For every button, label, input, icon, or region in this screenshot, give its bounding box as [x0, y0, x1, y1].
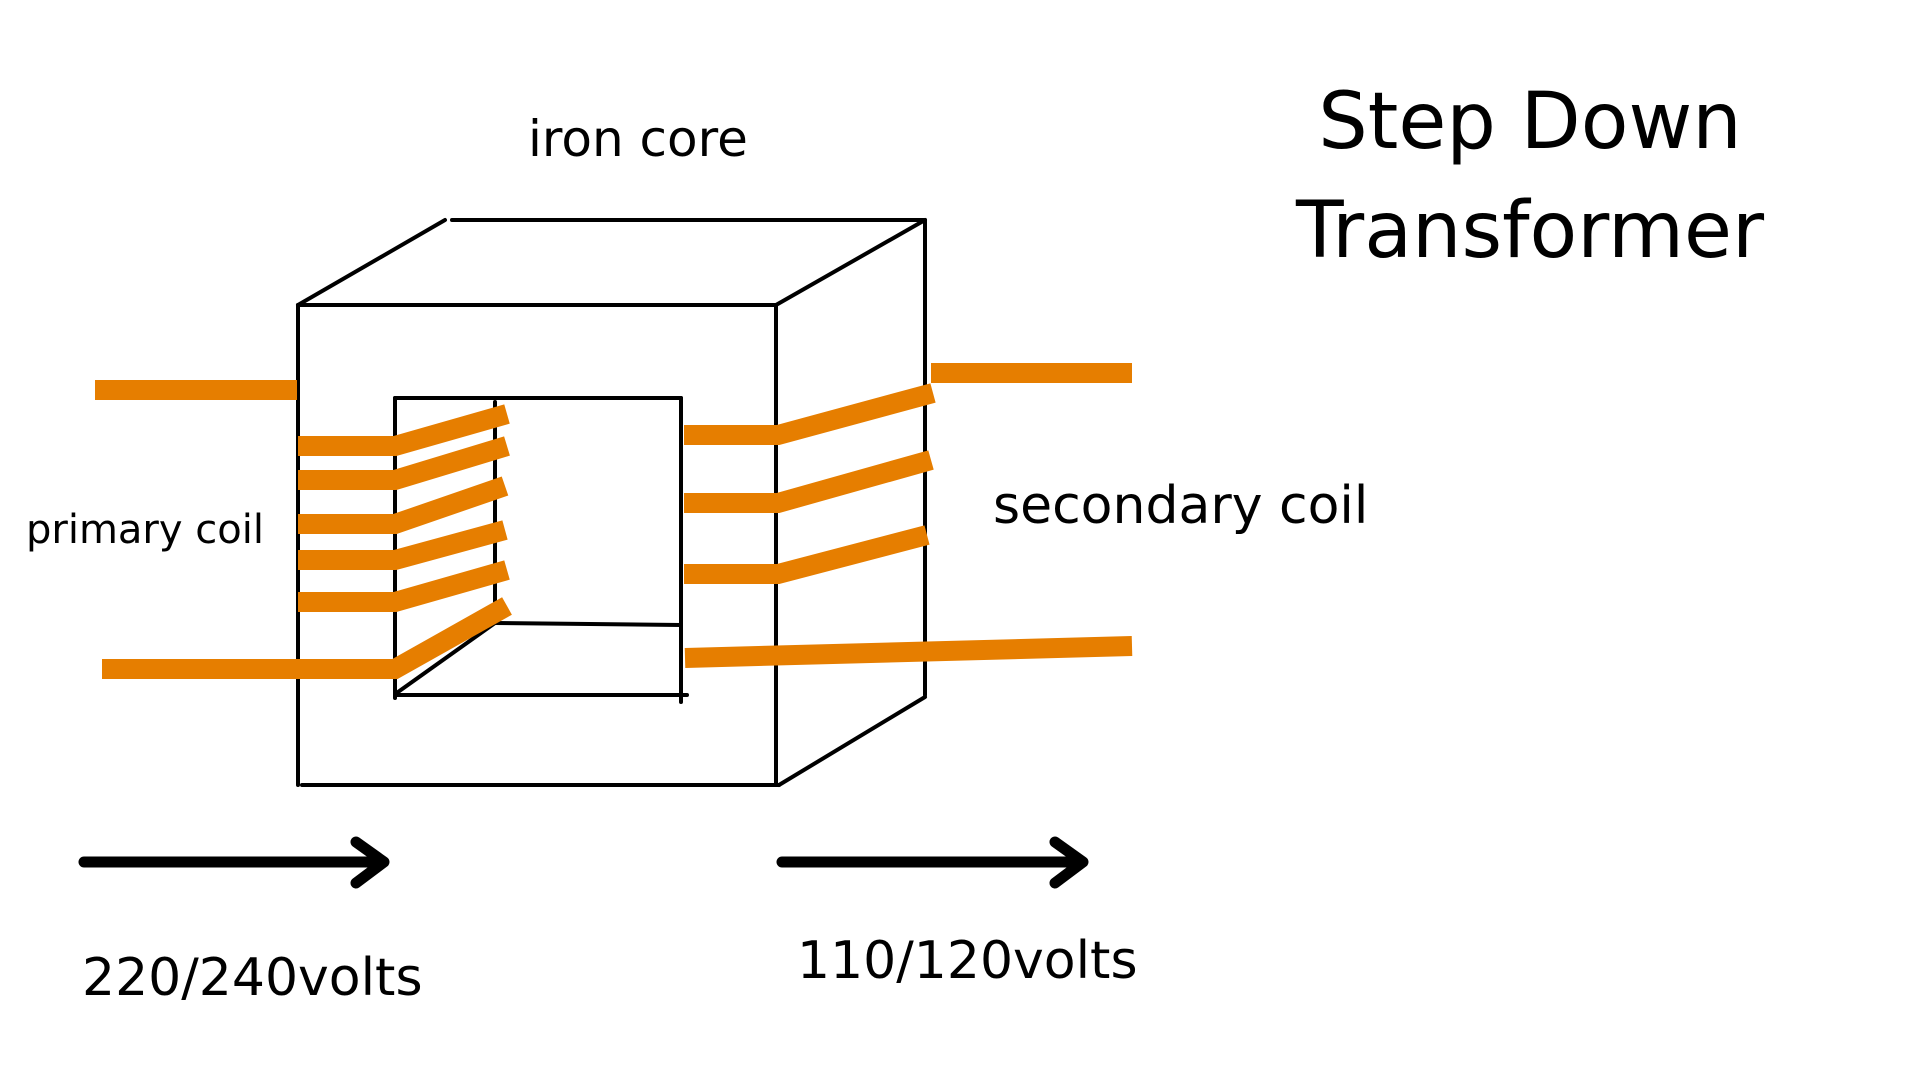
secondary-lead-bottom: [684, 636, 1133, 668]
input-voltage-label: 220/240volts: [82, 948, 423, 1008]
secondary-winding-2: [684, 450, 934, 513]
secondary-coil-label: secondary coil: [993, 476, 1369, 536]
input-arrow: [78, 836, 390, 889]
title-line-2: Transformer: [1295, 186, 1765, 277]
primary-winding-5: [298, 560, 510, 612]
primary-winding-4: [298, 520, 508, 570]
secondary-winding-1: [684, 383, 936, 445]
title-line-1: Step Down: [1318, 77, 1742, 167]
secondary-winding-3: [684, 525, 930, 584]
core-top-left-edge: [296, 218, 447, 307]
primary-winding-1: [298, 404, 510, 456]
primary-winding-2: [298, 436, 510, 490]
output-voltage-label: 110/120volts: [797, 931, 1138, 991]
core-bottom-right-edge: [777, 695, 927, 787]
window-depth-diagonal: [396, 621, 497, 694]
primary-coil: [95, 380, 512, 679]
window-depth-bottom: [493, 621, 683, 627]
output-arrow-head: [1049, 836, 1089, 889]
input-arrow-head: [350, 836, 390, 889]
iron-core-outline: [296, 218, 927, 787]
output-arrow: [776, 836, 1089, 889]
diagram-title: Step Down Transformer: [1230, 68, 1830, 286]
core-top-right-edge: [774, 218, 927, 307]
primary-lead-bottom: [102, 597, 512, 679]
primary-coil-label: primary coil: [26, 507, 264, 553]
primary-winding-3: [298, 476, 509, 534]
secondary-coil: [684, 363, 1133, 668]
iron-core-label: iron core: [528, 110, 748, 168]
